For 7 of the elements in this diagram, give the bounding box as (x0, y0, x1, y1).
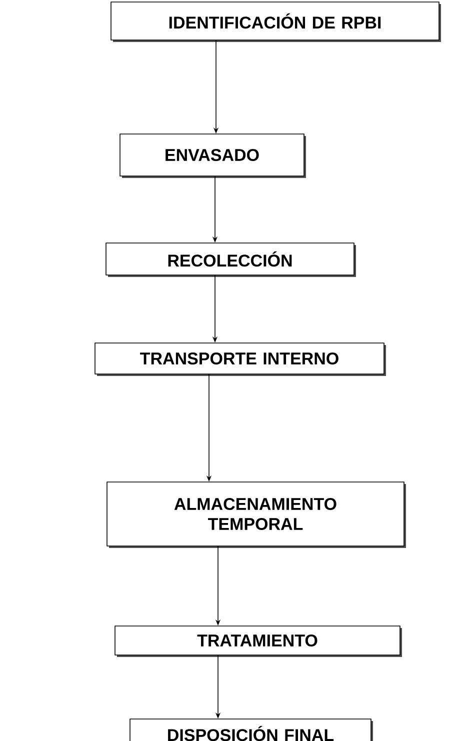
process-box: IDENTIFICACIÓN DE RPBI (110, 2, 441, 42)
process-box: RECOLECCIÓN (106, 242, 356, 277)
process-box: TRATAMIENTO (114, 626, 402, 657)
process-box: DISPOSICIÓN FINAL (130, 718, 373, 741)
process-box: ALMACENAMIENTO TEMPORAL (106, 482, 406, 548)
process-box: TRANSPORTE INTERNO (94, 342, 386, 376)
process-box: ENVASADO (120, 134, 306, 178)
